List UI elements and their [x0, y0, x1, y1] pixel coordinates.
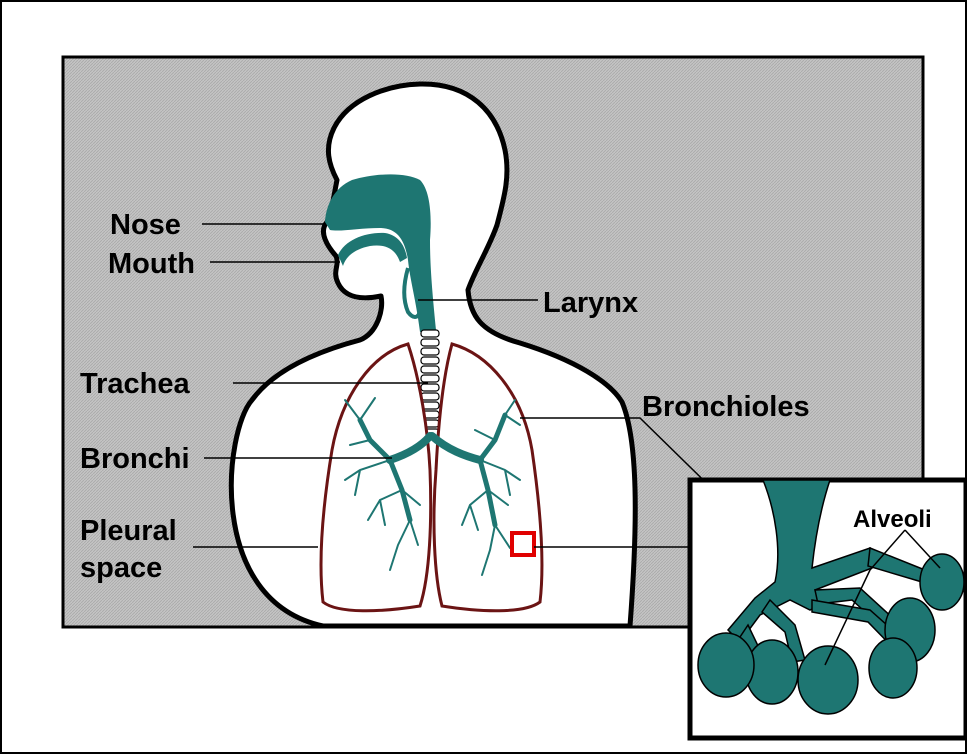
label-pleural: Pleural: [80, 515, 177, 547]
label-larynx: Larynx: [543, 287, 638, 319]
label-mouth: Mouth: [108, 248, 195, 280]
label-bronchi: Bronchi: [80, 443, 190, 475]
label-alveoli: Alveoli: [853, 506, 932, 533]
label-bronchioles: Bronchioles: [642, 391, 810, 423]
label-nose: Nose: [110, 209, 181, 241]
label-space: space: [80, 552, 162, 584]
label-trachea: Trachea: [80, 368, 190, 400]
